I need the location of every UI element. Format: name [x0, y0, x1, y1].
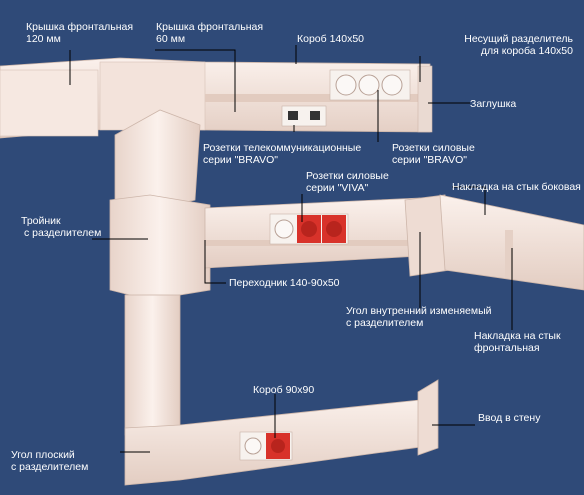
label-power-sockets-viva: Розетки силовые серии "VIVA" — [306, 170, 389, 194]
label-divider-line1: Несущий разделитель — [464, 33, 573, 45]
label-flat-corner-line1: Угол плоский — [11, 449, 75, 461]
label-joint-cover-side: Накладка на стык боковая — [452, 181, 581, 193]
label-wall-entry: Ввод в стену — [478, 412, 541, 424]
label-inner-corner-line1: Угол внутренний изменяемый — [346, 305, 492, 317]
label-telecom-sockets: Розетки телекоммуникационные серии "BRAV… — [203, 142, 361, 166]
label-viva-line1: Розетки силовые — [306, 170, 389, 182]
bottom-sockets-group — [239, 431, 293, 461]
label-joint-cover-front: Накладка на стык фронтальная — [474, 330, 561, 354]
label-cover-front-60: Крышка фронтальная 60 мм — [156, 21, 263, 45]
label-cover-front-60-line1: Крышка фронтальная — [156, 21, 264, 33]
power-sockets-viva-group — [269, 213, 349, 245]
label-cover-front-60-line2: 60 мм — [156, 33, 186, 45]
label-flat-corner: Угол плоский с разделителем — [11, 449, 88, 473]
label-cover-front-120-line1: Крышка фронтальная — [26, 21, 134, 33]
leader-lines — [69, 45, 513, 453]
label-viva-line2: серии "VIVA" — [306, 182, 369, 194]
label-tee: Тройник с разделителем — [21, 215, 101, 239]
telecom-sockets-group — [281, 105, 327, 127]
label-duct-140x50: Короб 140x50 — [297, 33, 365, 45]
label-power-sockets-bravo: Розетки силовые серии "BRAVO" — [392, 142, 475, 166]
label-inner-corner-line2: с разделителем — [346, 317, 424, 329]
power-sockets-bravo-group — [329, 69, 411, 101]
label-adapter: Переходник 140-90x50 — [229, 277, 340, 289]
label-cover-front-120: Крышка фронтальная 120 мм — [26, 21, 133, 45]
label-divider-line2: для короба 140x50 — [480, 45, 573, 57]
label-telecom-line1: Розетки телекоммуникационные — [203, 142, 362, 154]
label-inner-corner: Угол внутренний изменяемый с разделителе… — [346, 305, 492, 329]
label-cover-front-120-line2: 120 мм — [26, 33, 61, 45]
label-divider-140x50: Несущий разделитель для короба 140x50 — [464, 33, 573, 57]
tee-fitting — [109, 109, 211, 301]
label-end-cap: Заглушка — [470, 98, 517, 110]
label-tee-line2: с разделителем — [24, 227, 102, 239]
inner-corner-and-right-duct — [404, 194, 584, 291]
label-telecom-line2: серии "BRAVO" — [203, 154, 279, 166]
label-joint-front-line1: Накладка на стык — [474, 330, 561, 342]
duct-140x50-top — [0, 57, 433, 139]
label-joint-front-line2: фронтальная — [474, 342, 540, 354]
label-flat-corner-line2: с разделителем — [11, 461, 89, 473]
vertical-duct — [124, 294, 181, 436]
label-tee-line1: Тройник — [21, 215, 61, 227]
label-duct-90x90: Короб 90x90 — [253, 384, 315, 396]
label-bravo-line2: серии "BRAVO" — [392, 154, 468, 166]
label-bravo-line1: Розетки силовые — [392, 142, 475, 154]
